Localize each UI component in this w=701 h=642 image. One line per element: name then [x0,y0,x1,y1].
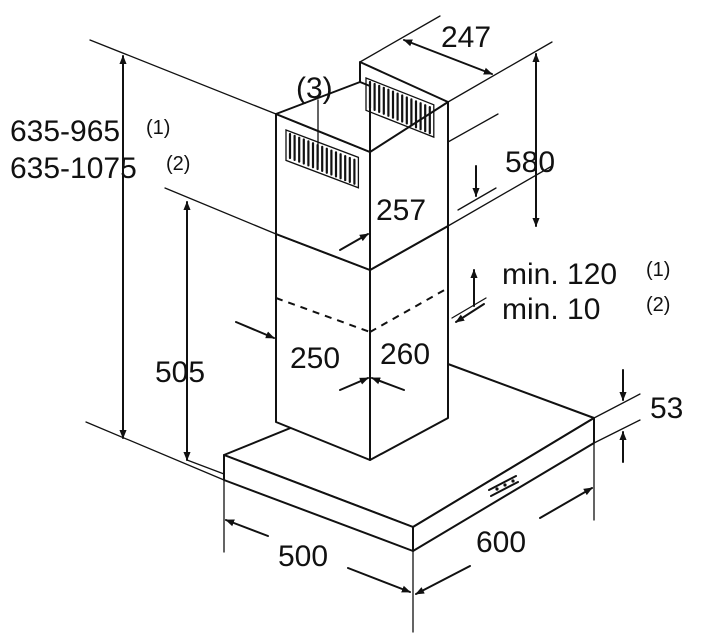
air-vent-grille-left [285,129,360,189]
dim-arrow-600-right [539,487,593,519]
label-chimney-lower-depth: 260 [380,338,430,371]
dimension-lines [85,15,641,633]
label-height-total-2: 635-1075 [10,152,137,185]
dim-arrow-overlap-down [455,303,485,323]
dim-arrow-260-left [339,377,369,391]
dim-arrow-500-left [225,519,269,537]
label-chimney-lower-height: 505 [155,356,205,389]
label-part-3: (3) [296,72,333,105]
dim-arrow-600-left [415,565,471,595]
label-min-overlap-1: min. 120 [502,258,617,291]
dimension-labels: 635-965 (1) 635-1075 (2) (3) 247 580 257… [10,21,683,573]
control-panel-icon [488,475,519,497]
label-chimney-upper-width: 257 [376,194,426,227]
label-min-overlap-2-note: (2) [646,294,670,316]
dim-arrow-260-right [371,377,405,391]
dim-arrow-257-left [339,233,369,251]
label-canopy-height: 53 [650,392,683,425]
label-height-total-1: 635-965 [10,115,120,148]
label-canopy-width: 600 [476,526,526,559]
dim-arrow-250 [235,321,275,339]
label-chimney-lower-width: 250 [290,342,340,375]
label-note-2: (2) [166,153,190,175]
label-canopy-depth: 500 [278,540,328,573]
label-chimney-upper-height: 580 [505,146,555,179]
label-min-overlap-1-note: (1) [646,259,670,281]
label-note-1: (1) [146,117,170,139]
air-vent-grille-back [365,77,435,139]
overlap-dashed-line [275,287,449,333]
vent-frame [285,129,360,189]
vent-frame [365,77,435,139]
label-min-overlap-2: min. 10 [502,293,600,326]
canopy [223,363,595,552]
label-chimney-upper-depth: 247 [441,21,491,54]
dim-arrow-247 [403,39,493,75]
dim-arrow-500-right [347,567,411,593]
